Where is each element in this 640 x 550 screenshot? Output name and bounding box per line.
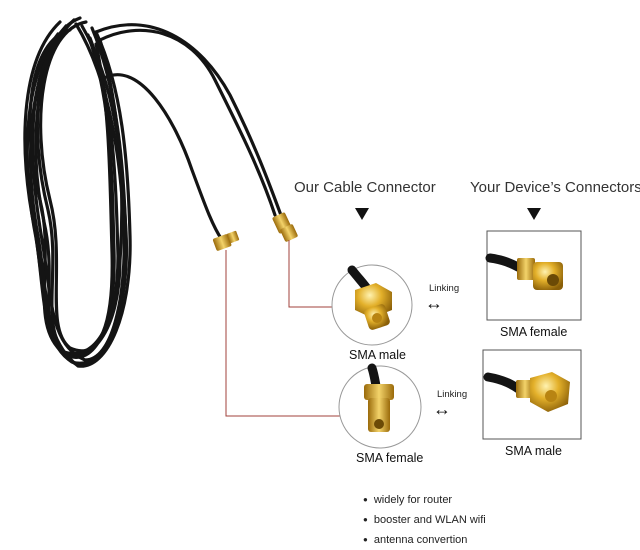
cable-leads — [94, 23, 284, 242]
leader-lines — [225, 240, 342, 417]
feature-item: antenna convertion — [363, 530, 486, 550]
our-sma-male-label: SMA male — [349, 348, 406, 362]
feature-item: widely for router — [363, 490, 486, 510]
down-triangle-icon — [527, 208, 541, 220]
device-sma-male-photo — [482, 349, 582, 440]
cable-end-sma-female — [272, 212, 298, 242]
cable-end-sma-male — [212, 230, 240, 251]
cable-coil — [23, 16, 132, 368]
device-connectors-heading: Your Device’s Connectors — [470, 179, 640, 196]
linking-label-bottom: Linking — [437, 389, 468, 400]
our-sma-male-photo — [331, 264, 413, 346]
device-sma-male-label: SMA male — [505, 444, 562, 458]
our-sma-female-photo — [338, 363, 422, 449]
down-triangle-icon — [355, 208, 369, 220]
linking-label-top: Linking — [429, 283, 460, 294]
device-sma-female-label: SMA female — [500, 325, 568, 339]
feature-item: booster and WLAN wifi — [363, 510, 486, 530]
feature-list: widely for router booster and WLAN wifi … — [363, 490, 486, 550]
double-arrow-icon: ↔ — [433, 399, 451, 419]
device-sma-female-photo — [485, 230, 582, 321]
our-cable-heading: Our Cable Connector — [294, 179, 436, 196]
double-arrow-icon: ↔ — [425, 293, 443, 313]
our-sma-female-label: SMA female — [356, 451, 424, 465]
